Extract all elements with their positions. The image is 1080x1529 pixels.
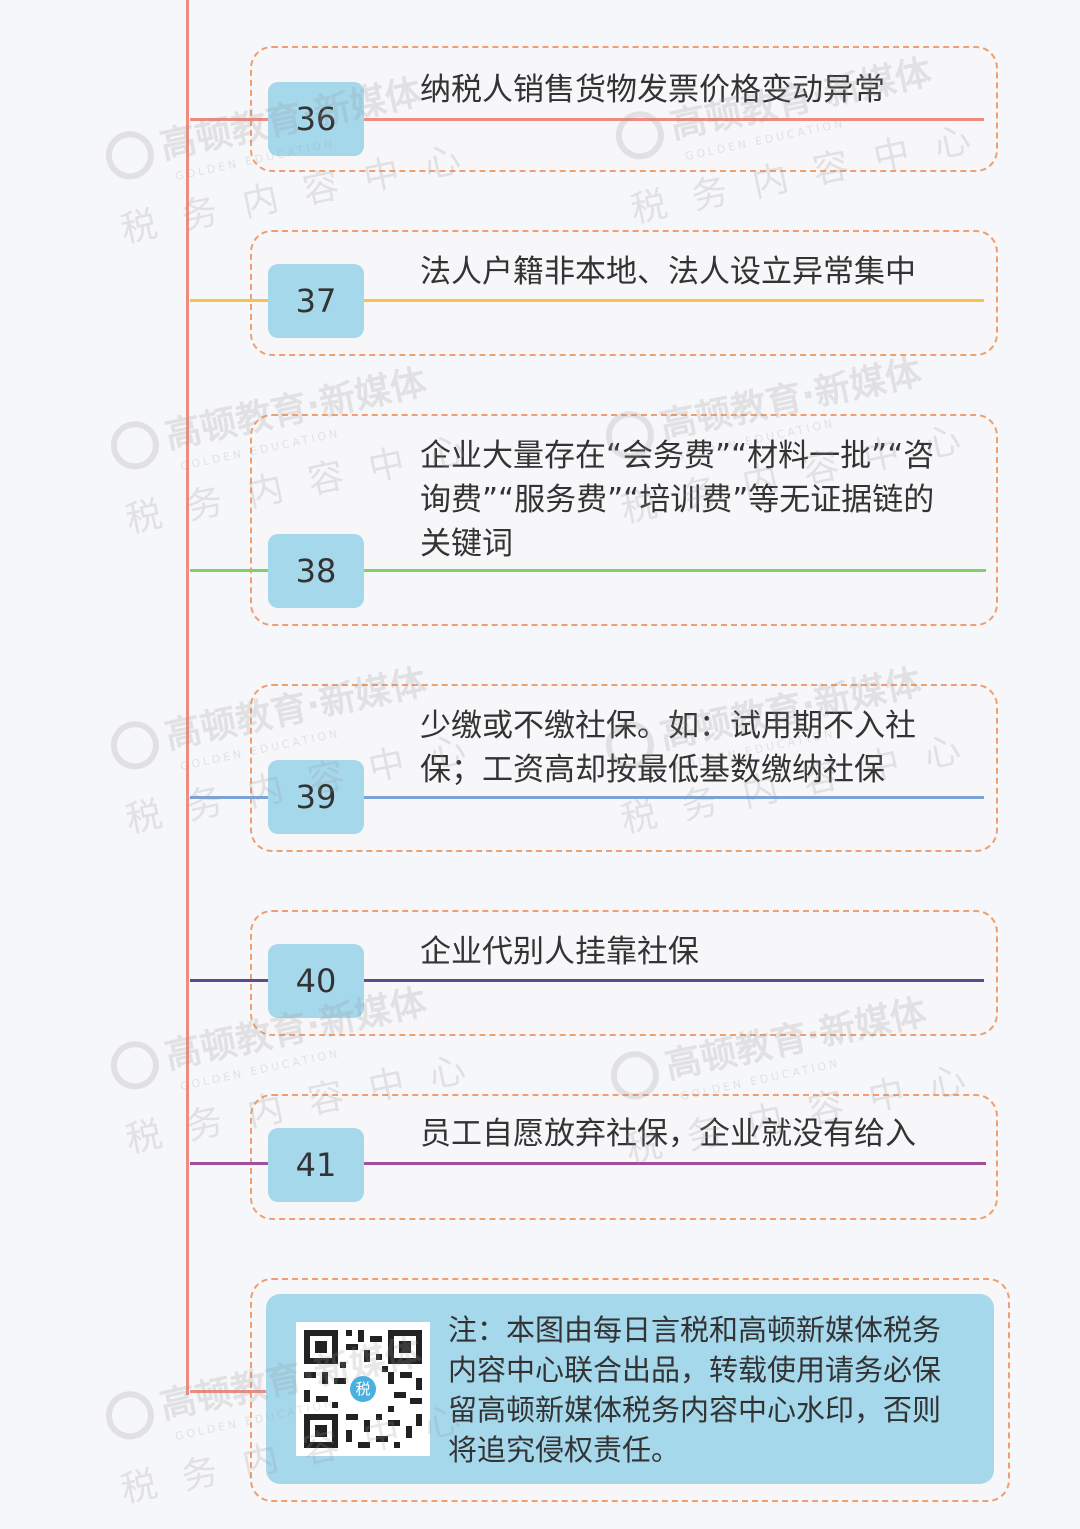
item-text: 企业代别人挂靠社保 (420, 934, 699, 970)
qr-code: 税 (296, 1322, 430, 1456)
item-card-36 (250, 46, 998, 172)
branch-line-39 (190, 796, 984, 799)
item-number-badge: 37 (268, 264, 364, 338)
item-text: 法人户籍非本地、法人设立异常集中 (420, 254, 916, 290)
item-text: 员工自愿放弃社保，企业就没有给入 (420, 1116, 916, 1152)
qr-badge-text: 税 (355, 1380, 371, 1398)
item-card-37 (250, 230, 998, 356)
item-number-badge: 36 (268, 82, 364, 156)
item-card-38 (250, 414, 998, 626)
item-number-badge: 40 (268, 944, 364, 1018)
item-card-39 (250, 684, 998, 852)
item-text: 少缴或不缴社保。如：试用期不入社保；工资高却按最低基数缴纳社保 (420, 708, 916, 788)
item-number-badge: 41 (268, 1128, 364, 1202)
item-number-badge: 38 (268, 534, 364, 608)
item-card-40 (250, 910, 998, 1036)
mindmap-spine (186, 0, 189, 1395)
branch-line-note (190, 1390, 270, 1393)
branch-line-36 (190, 118, 984, 121)
item-text: 纳税人销售货物发票价格变动异常 (420, 72, 885, 108)
branch-line-38 (190, 569, 986, 572)
branch-line-41 (190, 1162, 986, 1165)
branch-line-37 (190, 299, 984, 302)
branch-line-40 (190, 979, 984, 982)
note-text: 注：本图由每日言税和高顿新媒体税务内容中心联合出品，转载使用请务必保留高顿新媒体… (448, 1313, 942, 1467)
qr-code-icon (296, 1322, 430, 1456)
item-card-41 (250, 1094, 998, 1220)
item-number-badge: 39 (268, 760, 364, 834)
item-text: 企业大量存在“会务费”“材料一批”“咨询费”“服务费”“培训费”等无证据链的关键… (420, 438, 935, 562)
